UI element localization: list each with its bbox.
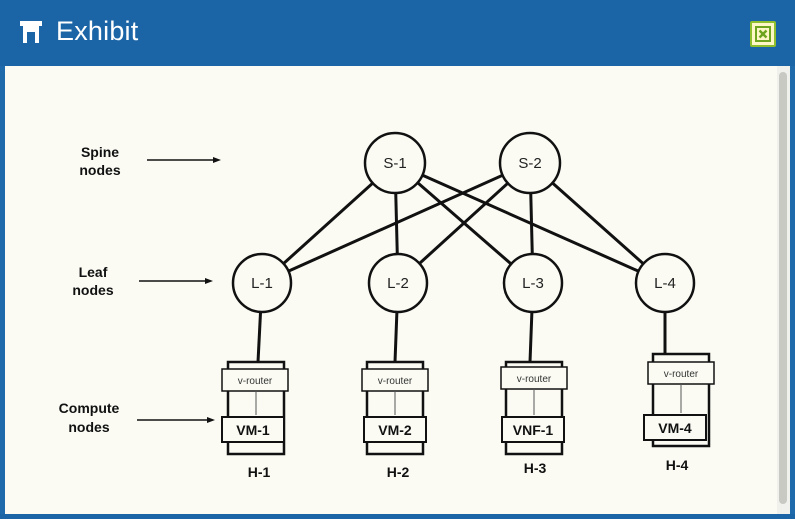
v-router-label: v-router bbox=[517, 374, 552, 385]
link-s2-l1 bbox=[261, 161, 531, 285]
host-label: H-3 bbox=[524, 460, 547, 476]
compute-label-line1: Compute bbox=[59, 400, 120, 416]
vertical-scrollbar[interactable] bbox=[777, 66, 790, 514]
compute-host-h3: v-router VNF-1 H-3 bbox=[500, 360, 568, 476]
leaf-node-label: L-1 bbox=[251, 275, 273, 292]
exhibit-content: Spine nodes Leaf nodes Compute nodes S-1… bbox=[5, 66, 777, 514]
v-router-label: v-router bbox=[664, 369, 699, 380]
spine-node-s2: S-2 bbox=[498, 131, 562, 195]
leaf-node-l1: L-1 bbox=[231, 252, 293, 314]
close-button[interactable] bbox=[750, 21, 776, 47]
compute-host-h1: v-router VM-1 H-1 bbox=[221, 360, 289, 480]
leaf-node-l4: L-4 bbox=[634, 252, 696, 314]
leaf-node-l3: L-3 bbox=[502, 252, 564, 314]
vm-label: VM-2 bbox=[378, 422, 412, 438]
vm-label: VM-4 bbox=[658, 420, 692, 436]
spine-node-label: S-2 bbox=[518, 155, 541, 172]
spine-label-line2: nodes bbox=[79, 162, 120, 178]
close-icon bbox=[755, 26, 771, 42]
compute-host-h2: v-router VM-2 H-2 bbox=[361, 360, 429, 480]
host-label: H-1 bbox=[248, 464, 271, 480]
leaf-node-label: L-2 bbox=[387, 275, 409, 292]
spine-label-line1: Spine bbox=[81, 144, 119, 160]
v-router-label: v-router bbox=[238, 376, 273, 387]
compute-host-h4: v-router VM-4 H-4 bbox=[643, 352, 715, 473]
host-label: H-4 bbox=[666, 457, 689, 473]
exhibit-icon bbox=[20, 21, 42, 43]
scrollbar-thumb[interactable] bbox=[779, 72, 787, 504]
host-label: H-2 bbox=[387, 464, 410, 480]
vm-label: VM-1 bbox=[236, 422, 270, 438]
network-diagram: Spine nodes Leaf nodes Compute nodes S-1… bbox=[59, 131, 715, 480]
leaf-node-label: L-3 bbox=[522, 275, 544, 292]
leaf-label-line1: Leaf bbox=[79, 264, 108, 280]
leaf-node-label: L-4 bbox=[654, 275, 676, 292]
window-bottom-border bbox=[0, 514, 795, 519]
vm-label: VNF-1 bbox=[513, 422, 554, 438]
compute-label-line2: nodes bbox=[68, 419, 109, 435]
title-bar: Exhibit bbox=[0, 0, 795, 66]
spine-node-s1: S-1 bbox=[363, 131, 427, 195]
leaf-node-l2: L-2 bbox=[367, 252, 429, 314]
leaf-label-line2: nodes bbox=[72, 282, 113, 298]
v-router-label: v-router bbox=[378, 376, 413, 387]
spine-node-label: S-1 bbox=[383, 155, 406, 172]
window-title: Exhibit bbox=[56, 16, 139, 46]
